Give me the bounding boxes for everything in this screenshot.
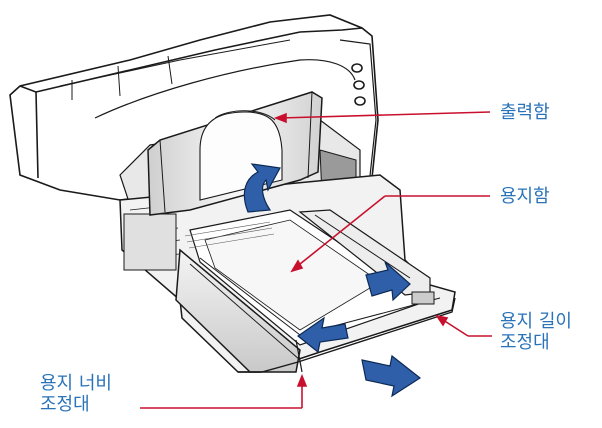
- paper-tray-label: 용지함: [500, 186, 550, 207]
- paper-tray: [119, 174, 456, 373]
- length-guide-label: 용지 길이 조정대: [500, 311, 572, 353]
- output-tray-leader: [279, 111, 491, 119]
- length-guide-label-line2: 조정대: [500, 332, 550, 353]
- width-guide-label: 용지 너비 조정대: [40, 373, 112, 415]
- length-guide-label-line1: 용지 길이: [500, 311, 572, 332]
- length-guide-arrow: [365, 261, 411, 302]
- width-guide-label-line1: 용지 너비: [40, 373, 112, 394]
- paper-load-arrow: [243, 163, 281, 213]
- width-guide-label-line2: 조정대: [40, 394, 90, 415]
- output-tray-label: 출력함: [500, 102, 550, 123]
- width-guide-arrow: [296, 316, 349, 354]
- leader-lines: [140, 111, 492, 409]
- tray-pull-arrow: [361, 354, 422, 398]
